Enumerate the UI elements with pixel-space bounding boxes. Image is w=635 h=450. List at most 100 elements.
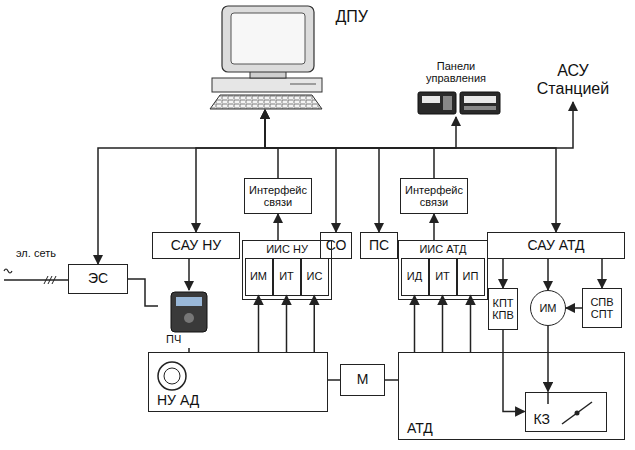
valve-box: КЗ [525,392,607,432]
connector [98,110,265,264]
connector [258,296,260,353]
node-label: ИС [307,270,323,282]
motor-box: НУ АД [148,352,328,412]
node-label: ИИС АТД [419,243,466,255]
converter-body [171,292,207,332]
node-label: ИИС НУ [266,243,308,255]
keyboard [210,95,322,109]
connector [414,296,416,353]
connector [328,379,340,381]
phase-tick [52,276,56,284]
ac-symbol [4,269,12,273]
process-box: САУ АТД [487,232,625,259]
sensor-box: ИТ [429,258,457,296]
node-label: КЗ [534,412,550,427]
process-box: ПС [360,232,398,259]
connector [566,307,582,309]
node-label: ПС [369,238,389,253]
phase-tick [48,276,52,284]
converter-display [176,297,202,306]
connector [188,259,190,290]
sensor-box: ИС [301,258,329,296]
connector [314,296,316,353]
connector [128,279,158,306]
computer-icon [210,6,322,109]
connector [470,296,472,353]
valve-symbol [548,392,592,424]
annotation-label: эл. сеть [16,247,58,259]
phase-tick [44,276,48,284]
node-label: АТД [407,421,433,436]
panel-keys [464,106,496,110]
panel-display [464,96,496,103]
node-label: Панели управления [413,60,499,84]
converter-device: ПЧ [158,290,220,348]
panel-icon [460,92,500,114]
node-label: Интерфейс связи [248,184,308,208]
motor-symbol [158,362,186,390]
connector [547,326,549,392]
panel-display [422,96,440,103]
valve-stem [547,392,549,404]
connector [277,214,279,240]
drive-slot [290,84,316,85]
switch-box: СПВ СПТ [582,288,622,328]
interface-box: Интерфейс связи [400,178,468,214]
sensor-box: ИТ [273,258,301,296]
workstation: ДПУ [200,2,370,110]
connector [601,259,603,288]
valve-flap [562,402,592,424]
node-label: КПТ КПВ [492,297,514,321]
connector [265,110,456,148]
connector [503,330,525,412]
connector [442,296,444,353]
control-panels: Панели управления [410,58,502,117]
process-box: САУ НУ [152,232,240,259]
connector [265,110,278,178]
connector [547,259,549,290]
mains-wire [4,279,68,281]
measurement-group: ИИС НУ ИМ ИТ ИС [242,240,332,300]
computer-case [212,78,322,92]
mains-supply [4,269,68,284]
process-box: СО [320,232,352,259]
panel-icon [418,92,456,114]
process-box: ЭС [68,264,128,294]
node-label: ПЧ [166,333,181,345]
sensor-box: ИМ [245,258,273,296]
node-label: ИД [407,270,422,282]
node-label: М [357,372,369,387]
motor-rotor [164,368,180,384]
engine-box: АТД КЗ [398,352,625,440]
actuator-circle: ИМ [530,290,566,326]
sensor-box: ИД [401,258,429,296]
node-label: САУ АТД [527,238,584,253]
connector [385,379,398,381]
connector [433,214,435,240]
converter-knob [184,313,194,323]
panel-keys [443,96,452,110]
node-label: ЭС [88,271,108,286]
measurement-group: ИИС АТД ИД ИТ ИП [398,240,488,300]
node-label: Интерфейс связи [404,184,464,208]
node-label: СПВ СПТ [586,296,618,320]
motor-circle [158,362,186,390]
monitor [222,6,314,72]
interface-box: Интерфейс связи [244,178,312,214]
sensor-box: ИП [457,258,485,296]
connector [502,259,504,288]
switch-box: КПТ КПВ [488,288,518,330]
node-label: ИМ [539,302,556,314]
node-label: ИП [463,270,479,282]
node-label: АСУ Станцией [521,62,625,97]
control-panel-icons [418,92,500,114]
node-label: ИТ [279,270,294,282]
node-label: ИТ [435,270,450,282]
node-label: НУ АД [157,393,199,408]
valve-pivot [575,411,580,416]
coupling-box: М [340,364,385,396]
external-system: АСУ Станцией [518,58,628,102]
